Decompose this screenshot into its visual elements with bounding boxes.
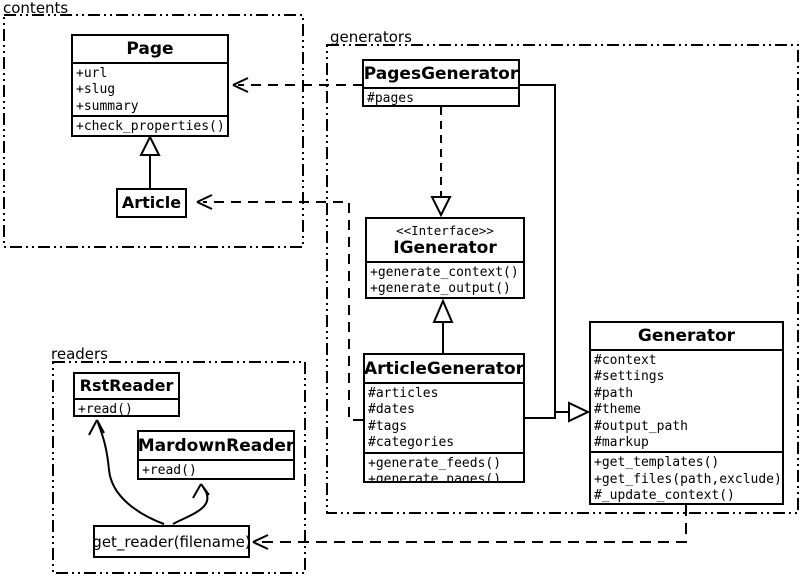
class-attribute: #settings	[594, 369, 665, 385]
class-method: +get_templates()	[594, 455, 720, 471]
class-title-text: IGenerator	[393, 237, 497, 258]
call-arrowhead-getreader-to-mardownreader	[192, 483, 210, 499]
page-attributes: +url +slug +summary	[73, 62, 227, 115]
class-method: #_update_context()	[594, 488, 735, 504]
class-title-rstreader: RstReader	[79, 376, 174, 395]
class-attribute: #output_path	[594, 418, 688, 434]
dependency-line-generator-to-getreader	[259, 505, 687, 543]
rstreader-methods: +read()	[75, 398, 178, 417]
inheritance-arrowhead-to-generator	[568, 401, 591, 423]
class-title-pagesgenerator: PagesGenerator	[363, 64, 519, 84]
class-attribute: +url	[76, 66, 108, 81]
mardownreader-methods: +read()	[139, 459, 293, 478]
class-attribute: #categories	[368, 435, 455, 451]
dependency-arrowhead-generator-to-getreader	[252, 534, 269, 550]
interface-stereotype: <<Interface>>	[396, 222, 494, 238]
generator-methods: +get_templates() +get_files(path,exclude…	[591, 451, 782, 504]
class-box-article: Article	[116, 188, 187, 218]
generator-attributes: #context #settings #path #theme #output_…	[591, 349, 782, 451]
class-box-page: Page +url +slug +summary +check_properti…	[71, 34, 229, 137]
class-attribute: +summary	[76, 98, 139, 114]
class-method: +get_files(path,exclude)	[594, 471, 782, 487]
inheritance-arrowhead-articlegenerator-to-igenerator	[432, 298, 454, 323]
class-box-mardownreader: MardownReader +read()	[137, 430, 295, 480]
pagesgenerator-attributes: #pages	[364, 87, 518, 106]
articlegenerator-attributes: #articles #dates #tags #categories	[365, 382, 523, 452]
class-box-articlegenerator: ArticleGenerator #articles #dates #tags …	[363, 353, 525, 483]
class-attribute: #pages	[367, 91, 414, 106]
call-curve-getreader-to-rstreader	[97, 422, 165, 525]
class-title-generator: Generator	[637, 326, 736, 346]
class-attribute: #context	[594, 353, 657, 368]
class-attribute: #dates	[368, 402, 415, 418]
package-generators-border	[326, 44, 799, 514]
package-contents-border	[3, 14, 304, 248]
dependency-line-articlegenerator-to-article	[203, 201, 363, 421]
class-box-generator: Generator #context #settings #path #them…	[589, 321, 784, 505]
package-label-contents: contents	[3, 0, 69, 17]
page-methods: +check_properties()	[73, 115, 227, 135]
dependency-arrowhead-articlegenerator-to-article	[196, 194, 213, 210]
class-box-rstreader: RstReader +read()	[73, 372, 180, 417]
realization-arrowhead-pagesgenerator-to-igenerator	[430, 196, 452, 218]
inheritance-arrowhead-article-to-page	[139, 134, 161, 156]
call-curve-getreader-to-mardownreader	[172, 486, 209, 525]
class-method: +generate_context()	[370, 265, 519, 280]
class-box-pagesgenerator: PagesGenerator #pages	[362, 59, 520, 107]
class-attribute: #theme	[594, 402, 641, 418]
class-title-article: Article	[121, 193, 182, 212]
package-label-generators: generators	[330, 28, 412, 46]
class-attribute: #path	[594, 385, 634, 401]
class-title-articlegenerator: ArticleGenerator	[363, 358, 525, 379]
call-arrowhead-getreader-to-rstreader	[88, 419, 105, 436]
class-attribute: #markup	[594, 435, 649, 451]
class-method: +generate_output()	[370, 281, 511, 297]
articlegenerator-methods: +generate_feeds() +generate_pages()	[365, 451, 523, 483]
class-attribute: #tags	[368, 418, 408, 434]
class-method: +generate_pages()	[368, 472, 502, 483]
class-attribute: #articles	[368, 386, 439, 401]
class-title-igenerator: <<Interface>> IGenerator	[367, 219, 523, 261]
class-method: +check_properties()	[76, 119, 225, 135]
dependency-arrowhead-pagesgenerator-to-page	[232, 77, 249, 93]
class-box-igenerator: <<Interface>> IGenerator +generate_conte…	[365, 217, 525, 299]
class-method: +generate_feeds()	[368, 455, 502, 471]
function-box-get-reader: get_reader(filename)	[93, 525, 250, 558]
class-attribute: +slug	[76, 82, 116, 98]
class-method: +read()	[142, 463, 197, 478]
package-readers-border	[52, 361, 306, 574]
class-title-mardownreader: MardownReader	[137, 435, 295, 456]
class-method: +read()	[78, 402, 133, 417]
igenerator-methods: +generate_context() +generate_output()	[367, 261, 523, 297]
inheritance-line-pagesgenerator-to-generator	[520, 84, 556, 419]
function-label: get_reader(filename)	[93, 532, 250, 551]
package-label-readers: readers	[51, 345, 108, 363]
class-title-page: Page	[126, 39, 174, 59]
